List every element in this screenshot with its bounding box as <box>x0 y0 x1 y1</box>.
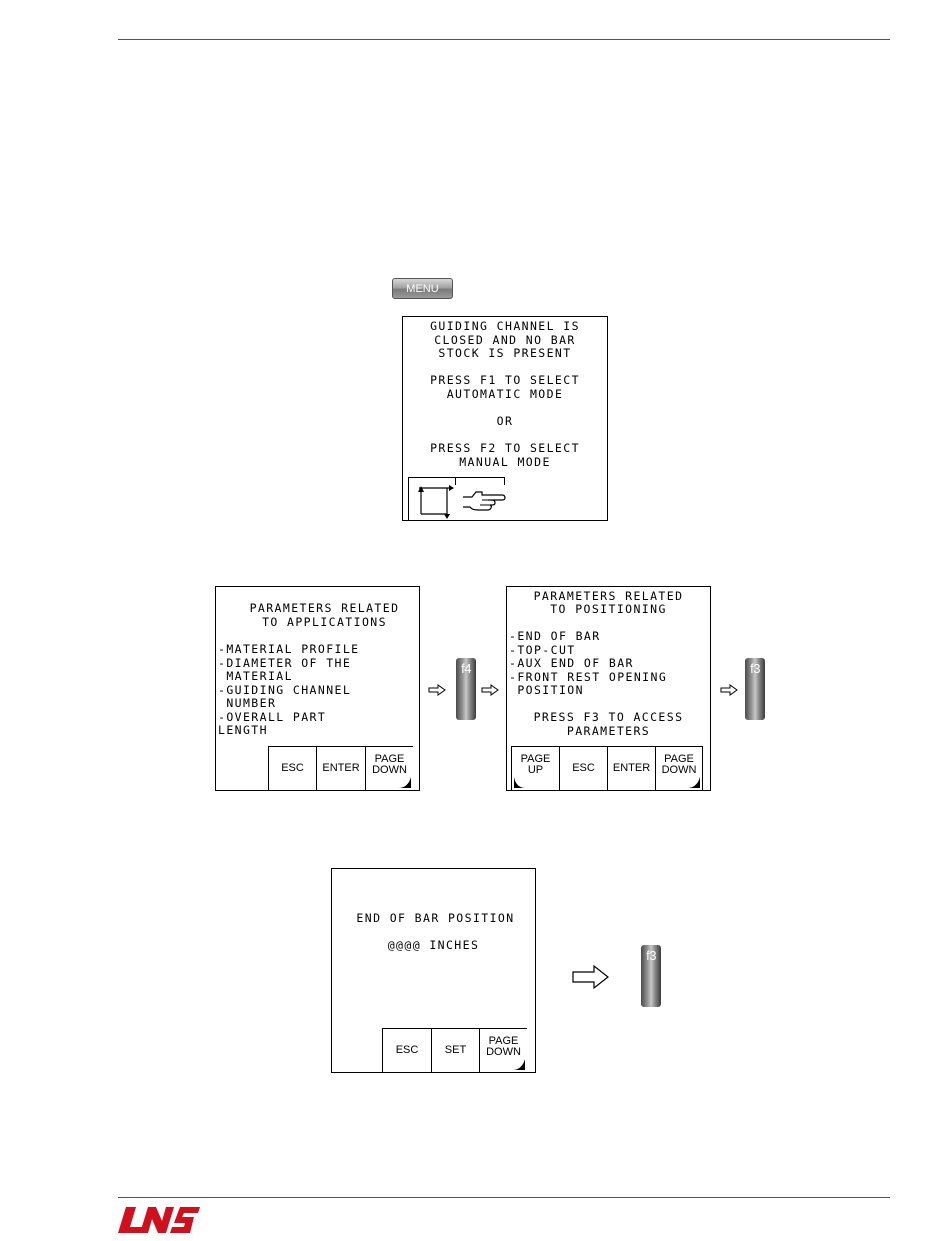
screen-line: -FRONT REST OPENING <box>509 670 668 684</box>
f2-key-cell[interactable] <box>455 477 505 485</box>
screen-line: -OVERALL PART <box>218 710 327 724</box>
screen-line: @@@@ INCHES <box>387 938 480 952</box>
screen-line: TO APPLICATIONS <box>262 615 387 629</box>
screen-line: PARAMETERS RELATED <box>533 589 684 603</box>
page-down-corner-icon <box>687 777 700 788</box>
key-label-bottom: ESC <box>281 762 304 774</box>
page-down-corner-icon <box>512 1059 525 1070</box>
set-key[interactable]: SET <box>431 1028 479 1072</box>
key-label-top: PAGE <box>488 1035 519 1047</box>
screen-line: PRESS F2 TO SELECT <box>430 441 580 455</box>
screen-line: PRESS F3 TO ACCESS <box>533 710 684 724</box>
screen-application-parameters: PARAMETERS RELATED TO APPLICATIONS -MATE… <box>215 586 420 791</box>
key-label-bottom: DOWN <box>372 764 407 776</box>
arrow-right-icon <box>720 684 738 696</box>
screen-line: END OF BAR POSITION <box>356 911 515 925</box>
screen-line: -TOP-CUT <box>509 643 576 657</box>
screen-line: PARAMETERS <box>566 724 651 738</box>
menu-key-button[interactable]: MENU <box>392 278 453 299</box>
function-key-bar: ESC ENTER PAGE DOWN <box>268 746 413 790</box>
screen-line: OR <box>496 414 514 428</box>
screen-mode-select: GUIDING CHANNEL IS CLOSED AND NO BAR STO… <box>402 316 608 521</box>
key-label-bottom: DOWN <box>486 1046 521 1058</box>
arrow-right-icon <box>572 965 609 989</box>
screen-line: -GUIDING CHANNEL <box>218 683 352 697</box>
page-up-key[interactable]: PAGE UP <box>511 746 559 790</box>
f1-key-cell[interactable] <box>408 477 456 521</box>
screen-line: GUIDING CHANNEL IS <box>430 319 580 333</box>
key-label-top: PAGE <box>374 753 405 765</box>
key-label-bottom: ESC <box>395 1044 419 1056</box>
footer-rule <box>118 1197 890 1198</box>
screen-end-of-bar-position: END OF BAR POSITION @@@@ INCHES ESC SET … <box>331 868 536 1073</box>
page-down-key[interactable]: PAGE DOWN <box>479 1028 527 1072</box>
screen-line: TO POSITIONING <box>550 602 667 616</box>
f4-key-button[interactable]: f4 <box>456 658 476 720</box>
screen-line: -AUX END OF BAR <box>509 656 634 670</box>
screen-line: POSITION <box>509 683 584 697</box>
key-label-bottom: SET <box>444 1044 467 1056</box>
screen-line: MATERIAL <box>218 669 293 683</box>
key-label-bottom: ESC <box>572 762 595 774</box>
arrow-right-icon <box>428 684 446 696</box>
f3-key-button[interactable]: f3 <box>641 945 661 1007</box>
screen-line: STOCK IS PRESENT <box>438 346 572 360</box>
screen-line: -MATERIAL PROFILE <box>218 642 360 656</box>
header-rule <box>118 39 890 40</box>
enter-key[interactable]: ENTER <box>607 746 655 790</box>
enter-key[interactable]: ENTER <box>316 746 365 790</box>
key-label-bottom: ENTER <box>612 762 651 774</box>
esc-key[interactable]: ESC <box>268 746 316 790</box>
key-label-bottom: ENTER <box>322 762 360 774</box>
page-down-key[interactable]: PAGE DOWN <box>365 746 413 790</box>
screen-line: -END OF BAR <box>509 629 601 643</box>
screen-line: MANUAL MODE <box>459 455 551 469</box>
key-label-bottom: UP <box>527 764 544 776</box>
key-label-bottom: DOWN <box>661 764 697 776</box>
lns-logo <box>118 1207 200 1233</box>
manual-hand-icon <box>463 491 506 511</box>
f3-key-button[interactable]: f3 <box>745 658 765 720</box>
screen-line: PRESS F1 TO SELECT <box>430 373 580 387</box>
arrow-right-icon <box>481 684 499 696</box>
screen-line: AUTOMATIC MODE <box>446 387 564 401</box>
screen-positioning-parameters: PARAMETERS RELATED TO POSITIONING -END O… <box>506 586 711 791</box>
screen-line: CLOSED AND NO BAR <box>434 333 576 347</box>
cycle-arrows-icon <box>418 485 454 519</box>
page-up-corner-icon <box>514 777 526 788</box>
esc-key[interactable]: ESC <box>382 1028 431 1072</box>
key-label-top: PAGE <box>664 753 694 765</box>
function-key-bar: ESC SET PAGE DOWN <box>382 1028 527 1072</box>
screen-line: NUMBER <box>218 696 277 710</box>
screen-line: PARAMETERS RELATED <box>249 601 400 615</box>
page-down-key[interactable]: PAGE DOWN <box>655 746 703 790</box>
function-key-bar: PAGE UP ESC ENTER PAGE DOWN <box>511 746 703 790</box>
page-down-corner-icon <box>398 777 411 788</box>
screen-line: LENGTH <box>218 723 268 737</box>
key-label-top: PAGE <box>520 753 551 765</box>
screen-line: -DIAMETER OF THE <box>218 656 352 670</box>
esc-key[interactable]: ESC <box>559 746 607 790</box>
